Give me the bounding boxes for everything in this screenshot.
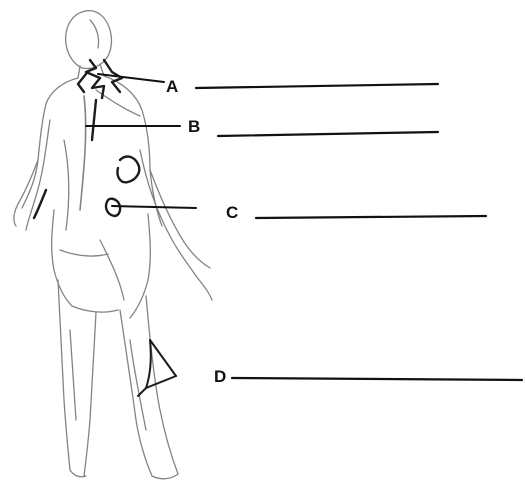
pointer-lines — [86, 74, 196, 376]
knee-mark — [138, 340, 176, 396]
label-b: B — [188, 117, 200, 136]
answer-blank-c[interactable] — [256, 216, 486, 218]
label-d: D — [214, 367, 226, 386]
answer-blank-d[interactable] — [232, 378, 522, 380]
answer-blank-b[interactable] — [218, 132, 438, 136]
label-c: C — [226, 203, 238, 222]
answer-blank-a[interactable] — [196, 84, 438, 88]
label-a: A — [166, 77, 178, 96]
highlighted-anatomy-marks — [34, 60, 139, 218]
pointer-line-c — [112, 206, 196, 208]
answer-blanks — [196, 84, 522, 380]
